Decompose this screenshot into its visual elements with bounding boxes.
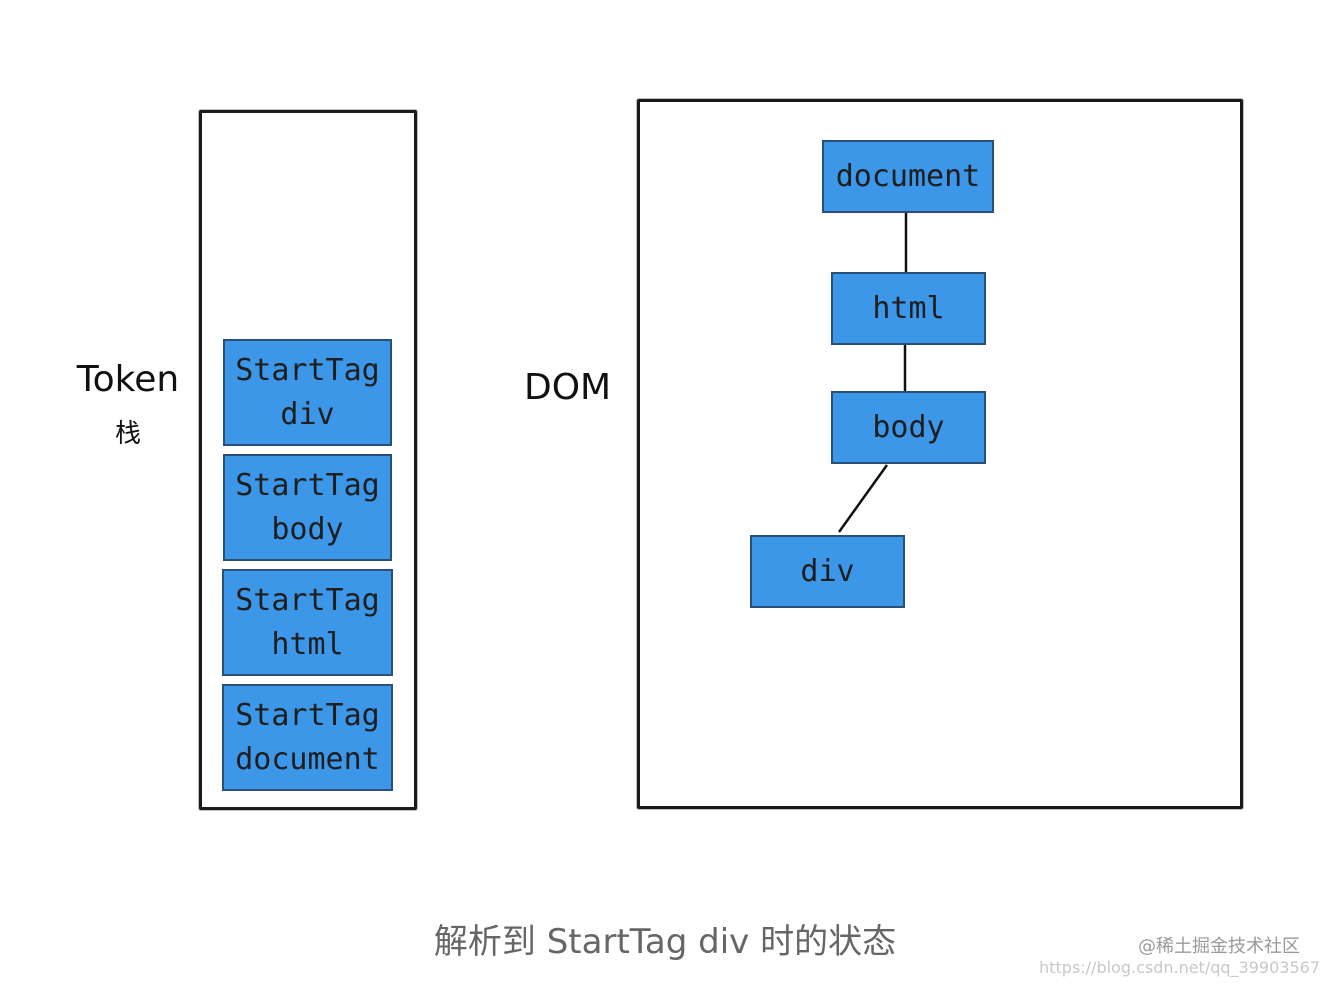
dom-node-document: document: [822, 140, 994, 213]
dom-node-label: html: [872, 290, 945, 326]
stack-item-tag: StartTag: [235, 697, 380, 733]
stack-item-tag: StartTag: [235, 467, 380, 503]
dom-tree-frame: [637, 99, 1243, 809]
stack-item-starttag-html: StartTag html: [222, 569, 393, 676]
stack-item-tag: StartTag: [235, 582, 380, 618]
stack-item-name: html: [271, 626, 344, 662]
stack-item-tag: StartTag: [235, 352, 380, 388]
dom-node-div: div: [750, 535, 905, 608]
dom-node-label: document: [835, 158, 981, 194]
dom-node-label: div: [800, 553, 855, 589]
watermark-site: @稀土掘金技术社区: [1138, 936, 1300, 957]
dom-node-body: body: [831, 391, 986, 464]
token-stack-frame: [199, 110, 417, 810]
dom-label: DOM: [524, 367, 612, 408]
dom-node-label: body: [872, 409, 945, 445]
watermark-url: https://blog.csdn.net/qq_39903567: [1039, 958, 1320, 977]
stack-item-name: body: [271, 511, 344, 547]
dom-node-html: html: [831, 272, 986, 345]
stack-item-name: div: [280, 396, 335, 432]
token-stack-label: 栈: [114, 419, 141, 449]
figure-caption: 解析到 StartTag div 时的状态: [433, 922, 897, 962]
stack-item-name: document: [235, 741, 380, 777]
stack-item-starttag-div: StartTag div: [223, 339, 392, 446]
stack-item-starttag-document: StartTag document: [222, 684, 393, 791]
stack-item-starttag-body: StartTag body: [223, 454, 392, 561]
token-label: Token: [76, 359, 180, 400]
